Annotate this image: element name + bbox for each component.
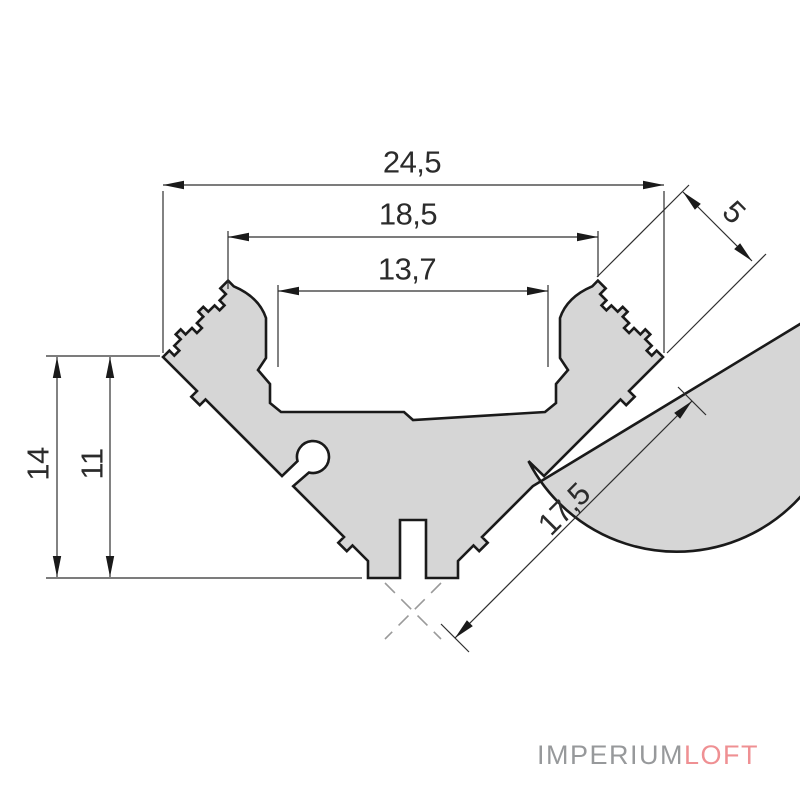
dimension-arrow — [105, 556, 115, 577]
profile-cross-section — [161, 278, 800, 580]
ext-flange-a — [596, 184, 690, 278]
dimension-arrow — [52, 556, 62, 577]
center-axis-mark — [384, 582, 442, 640]
dimension-arrow — [105, 357, 115, 378]
ext-flange-b — [666, 253, 767, 354]
dimension-arrow — [455, 620, 473, 638]
dimension-arrow — [52, 357, 62, 378]
dimension-arrow — [734, 243, 752, 261]
dim-label-total-width: 24,5 — [383, 145, 441, 180]
dimension-arrow — [278, 286, 299, 296]
dimension-arrow — [674, 401, 692, 419]
dim-line-side — [454, 400, 693, 639]
watermark: IMPERIUMLOFT — [537, 740, 797, 771]
watermark-loft: LOFT — [684, 740, 760, 770]
dim-label-inner-width: 18,5 — [379, 197, 437, 232]
dim-label-flange: 5 — [716, 194, 753, 231]
dimension-lines — [56, 184, 753, 639]
dimension-arrow — [163, 180, 184, 190]
dimension-arrowheads — [52, 180, 752, 638]
dimension-arrow — [643, 180, 664, 190]
dimension-arrow — [527, 286, 548, 296]
dim-label-inner-height: 11 — [75, 448, 110, 479]
dimension-arrow — [577, 232, 598, 242]
dimension-arrow — [683, 192, 701, 210]
watermark-imperium: IMPERIUM — [537, 740, 684, 770]
dim-label-total-height: 14 — [21, 447, 56, 481]
dim-label-channel-width: 13,7 — [378, 252, 436, 287]
dimension-arrow — [228, 232, 249, 242]
